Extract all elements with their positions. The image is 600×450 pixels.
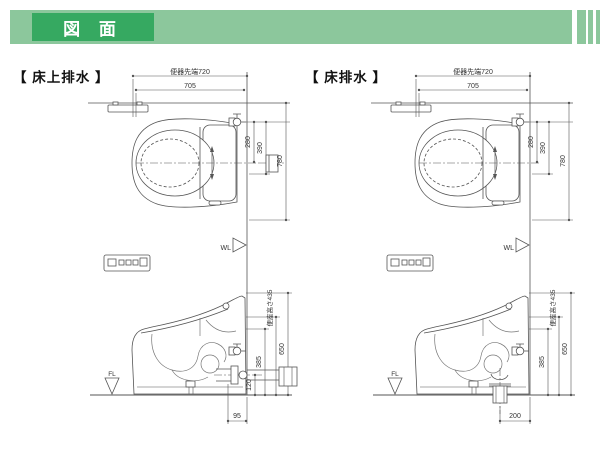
dim-rim-height: 385 [539,356,546,368]
water-line-label: WL [221,245,232,252]
drain-dimension-lines [226,373,257,424]
dim-drain-offset: 95 [233,413,241,420]
dim-supply-offset: 280 [528,136,535,148]
dim-plan-total: 780 [277,155,284,167]
floor-drain-pipe-side [489,368,511,414]
dim-total-height: 650 [562,343,569,355]
dim-rim-height: 385 [256,356,263,368]
floor-line-label: FL [391,371,399,378]
floor-line-label: FL [108,371,116,378]
wall-drain-socket-plan [258,154,284,173]
dim-seat-height: 便座高さ435 [265,289,274,326]
diagram-floor-drain: 便器先端720 705 280 390 780 WL FL 便座高さ435 65… [370,67,576,424]
dim-bowl-tip: 便器先端720 [170,67,210,76]
diagram-floor-above-drain: 便器先端720 705 280 390 780 WL FL 便座高さ435 65… [87,67,298,424]
dim-supply-span: 390 [540,142,547,154]
dim-supply-span: 390 [257,142,264,154]
dim-plan-total: 780 [560,155,567,167]
drain-dimension-lines [498,397,532,424]
dim-bowl-tip: 便器先端720 [453,67,493,76]
page-title-text: 図 面 [63,19,123,39]
water-line-label: WL [504,245,515,252]
header-stripe [572,10,577,44]
page-header: 図 面 [10,10,600,44]
header-stripe [586,10,588,44]
diagram-title-floor-above-drain: 【 床上排水 】 [13,70,110,85]
dim-supply-offset: 280 [245,136,252,148]
header-stripe [593,10,596,44]
dim-drain-offset: 200 [509,413,521,420]
diagram-title-floor-drain: 【 床排水 】 [305,70,388,85]
dim-total-height: 650 [279,343,286,355]
page-title: 図 面 [32,13,154,41]
dim-seat-height: 便座高さ435 [548,289,557,326]
dim-length: 705 [467,83,479,90]
dim-length: 705 [184,83,196,90]
dim-drain-height: 120 [246,379,253,391]
